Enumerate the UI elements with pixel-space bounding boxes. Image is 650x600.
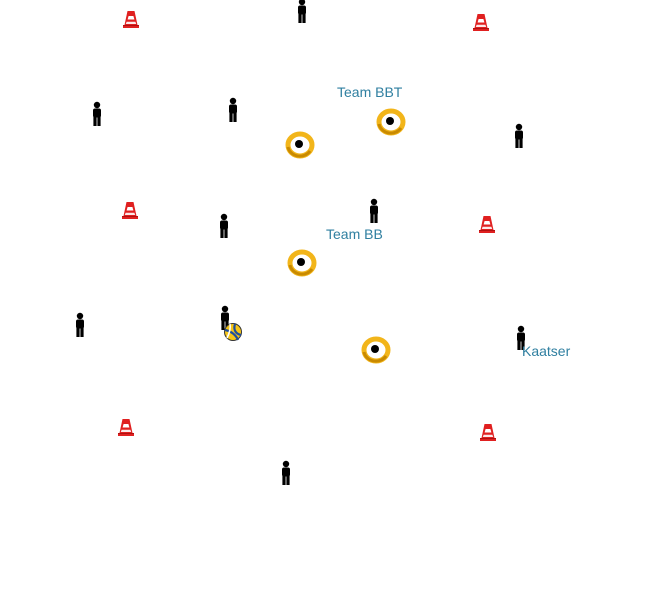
player-icon [282, 460, 290, 485]
player-icon [229, 97, 237, 122]
ring-icon [288, 134, 312, 156]
cone-icon [122, 202, 138, 219]
player-icon [298, 0, 306, 24]
label-kaatser: Kaatser [522, 343, 571, 359]
ring-icon [379, 111, 403, 133]
cone-icon [118, 419, 134, 436]
cone-icon [473, 14, 489, 31]
cone-icon [480, 424, 496, 441]
label-team-bb: Team BB [326, 226, 383, 242]
player-icon [220, 213, 228, 238]
player-icon [93, 101, 101, 126]
volleyball-icon [223, 322, 243, 342]
player-icon [370, 198, 378, 223]
cone-icon [479, 216, 495, 233]
player-icon [76, 312, 84, 337]
ring-icon [290, 252, 314, 274]
player-group [76, 0, 525, 485]
cone-group [118, 11, 496, 441]
player-icon [515, 123, 523, 148]
ring-icon [364, 339, 388, 361]
label-team-bbt: Team BBT [337, 84, 403, 100]
cone-icon [123, 11, 139, 28]
